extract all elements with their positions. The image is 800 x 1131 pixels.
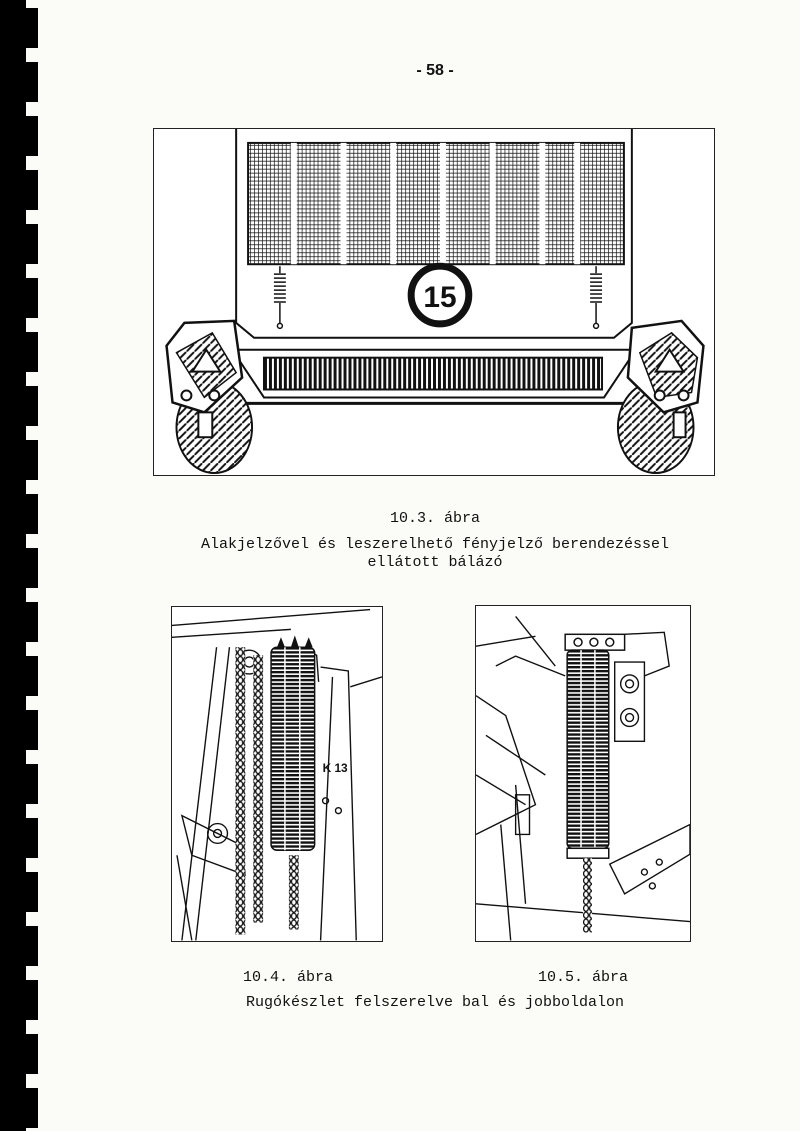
right-spring-coils: [566, 649, 610, 850]
figure-10-3-baler-rear-view: 15: [153, 128, 715, 476]
left-spring: [273, 266, 286, 330]
left-spring-set-illustration: K 13: [172, 608, 382, 941]
figures-10-4-10-5-shared-caption: Rugókészlet felszerelve bal és jobboldal…: [245, 994, 625, 1011]
figure-10-4-number: 10.4. ábra: [243, 969, 334, 986]
right-spring-set-illustration: [476, 616, 690, 941]
left-spring-coils: [270, 646, 316, 852]
left-warning-triangle-icon: [190, 347, 223, 373]
upper-grille: [247, 141, 625, 266]
figure-10-3-caption-line1: Alakjelzővel és leszerelhető fényjelző b…: [200, 536, 670, 553]
figure-10-3-caption-line2: ellátott bálázó: [367, 554, 503, 571]
right-drive-chain: [583, 858, 592, 933]
lower-grille: [262, 356, 604, 391]
figure-10-4-left-spring-set: K 13: [171, 606, 383, 942]
speed-sign-number: 15: [423, 281, 456, 314]
right-spring: [590, 266, 603, 330]
speed-limit-sign: [407, 262, 473, 328]
figure-10-5-number: 10.5. ábra: [538, 969, 629, 986]
baler-rear-illustration: 15: [165, 129, 705, 475]
figure-10-3-number: 10.3. ábra: [389, 510, 480, 527]
page-number: - 58 -: [416, 62, 454, 79]
spiral-binding-edge: [0, 0, 38, 1131]
left-drive-chain: [235, 647, 246, 935]
right-warning-triangle-icon: [653, 347, 686, 373]
machine-label: K 13: [323, 761, 348, 775]
figure-10-5-right-spring-set: [475, 605, 691, 942]
